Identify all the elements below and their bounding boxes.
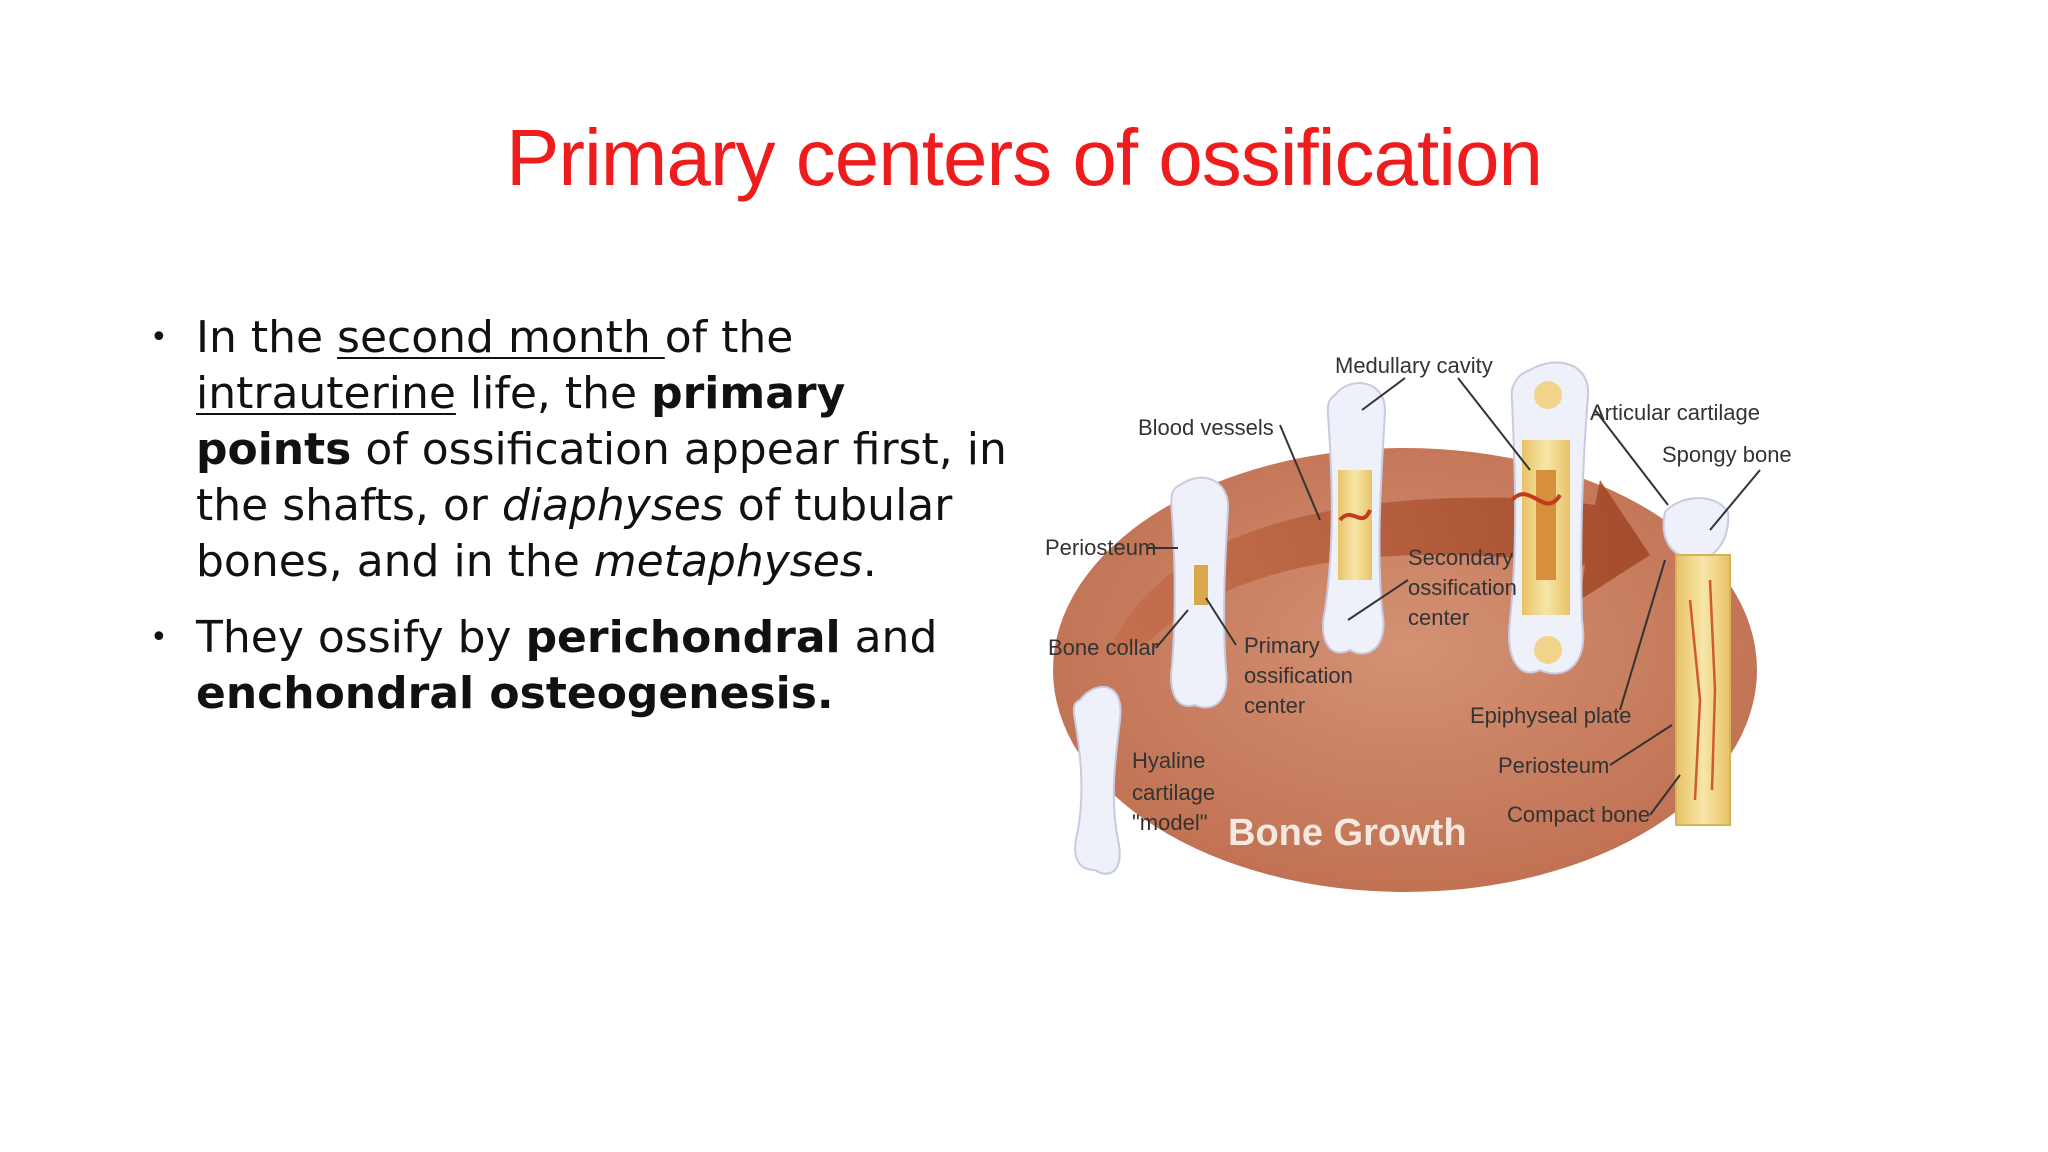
- label-compact-bone: Compact bone: [1507, 802, 1650, 827]
- mature-bone-shaft: [1675, 554, 1731, 826]
- bold-text: enchondral osteogenesis.: [196, 668, 834, 719]
- label-secondary-ossification-2: ossification: [1408, 575, 1517, 600]
- label-primary-ossification-3: center: [1244, 693, 1305, 718]
- primary-vessel: [1338, 509, 1372, 522]
- mature-bone-head: [1662, 497, 1730, 559]
- text: of ossification appear first, in the sha…: [196, 424, 1007, 531]
- medullary-cavity-fill: [1536, 470, 1556, 580]
- label-hyaline-3: "model": [1132, 810, 1208, 835]
- mature-vessel: [1688, 579, 1717, 801]
- label-epiphyseal-plate: Epiphyseal plate: [1470, 703, 1631, 728]
- italic-text: metaphyses: [593, 536, 863, 587]
- label-hyaline-1: Hyaline: [1132, 748, 1205, 773]
- bullet-item: • They ossify by perichondral and enchon…: [150, 610, 1010, 722]
- text: life, the: [455, 368, 652, 419]
- bullet-list: • In the second month of the intrauterin…: [150, 310, 1010, 742]
- secondary-vessel: [1510, 492, 1562, 506]
- bullet-marker: •: [150, 320, 168, 355]
- bold-text: primary points: [196, 368, 846, 475]
- label-primary-ossification-1: Primary: [1244, 633, 1320, 658]
- label-secondary-ossification-3: center: [1408, 605, 1469, 630]
- text: They ossify by: [196, 612, 526, 663]
- text: and: [840, 612, 938, 663]
- underlined-text: intrauterine: [196, 368, 456, 419]
- label-secondary-ossification-1: Secondary: [1408, 545, 1513, 570]
- text: of tubular bones, and in the: [196, 480, 953, 587]
- label-medullary-cavity: Medullary cavity: [1335, 353, 1493, 378]
- figure-title: Bone Growth: [1228, 812, 1467, 854]
- bone-growth-diagram: Medullary cavity Blood vessels Articular…: [1045, 353, 1792, 892]
- bullet-marker: •: [150, 620, 168, 655]
- underlined-text: second month: [337, 312, 665, 363]
- label-blood-vessels: Blood vessels: [1138, 415, 1274, 440]
- text: In the: [196, 312, 338, 363]
- label-primary-ossification-2: ossification: [1244, 663, 1353, 688]
- label-articular-cartilage: Articular cartilage: [1590, 400, 1760, 425]
- label-spongy-bone: Spongy bone: [1662, 442, 1792, 467]
- text: .: [862, 536, 877, 587]
- slide-title: Primary centers of ossification: [505, 113, 1543, 202]
- italic-text: diaphyses: [501, 480, 724, 531]
- text: of the: [664, 312, 794, 363]
- label-periosteum-left: Periosteum: [1045, 535, 1156, 560]
- hyaline-cartilage-model: [1072, 685, 1122, 875]
- secondary-center-bottom: [1534, 636, 1562, 664]
- bold-text: perichondral: [525, 612, 841, 663]
- label-bone-collar: Bone collar: [1048, 635, 1158, 660]
- leader-lines: [1147, 377, 1761, 816]
- label-hyaline-2: cartilage: [1132, 780, 1215, 805]
- bone-collar-ring: [1194, 565, 1208, 605]
- label-periosteum-right: Periosteum: [1498, 753, 1609, 778]
- secondary-center-top: [1534, 381, 1562, 409]
- bullet-item: • In the second month of the intrauterin…: [150, 310, 1010, 590]
- primary-shaft-bone: [1338, 470, 1372, 580]
